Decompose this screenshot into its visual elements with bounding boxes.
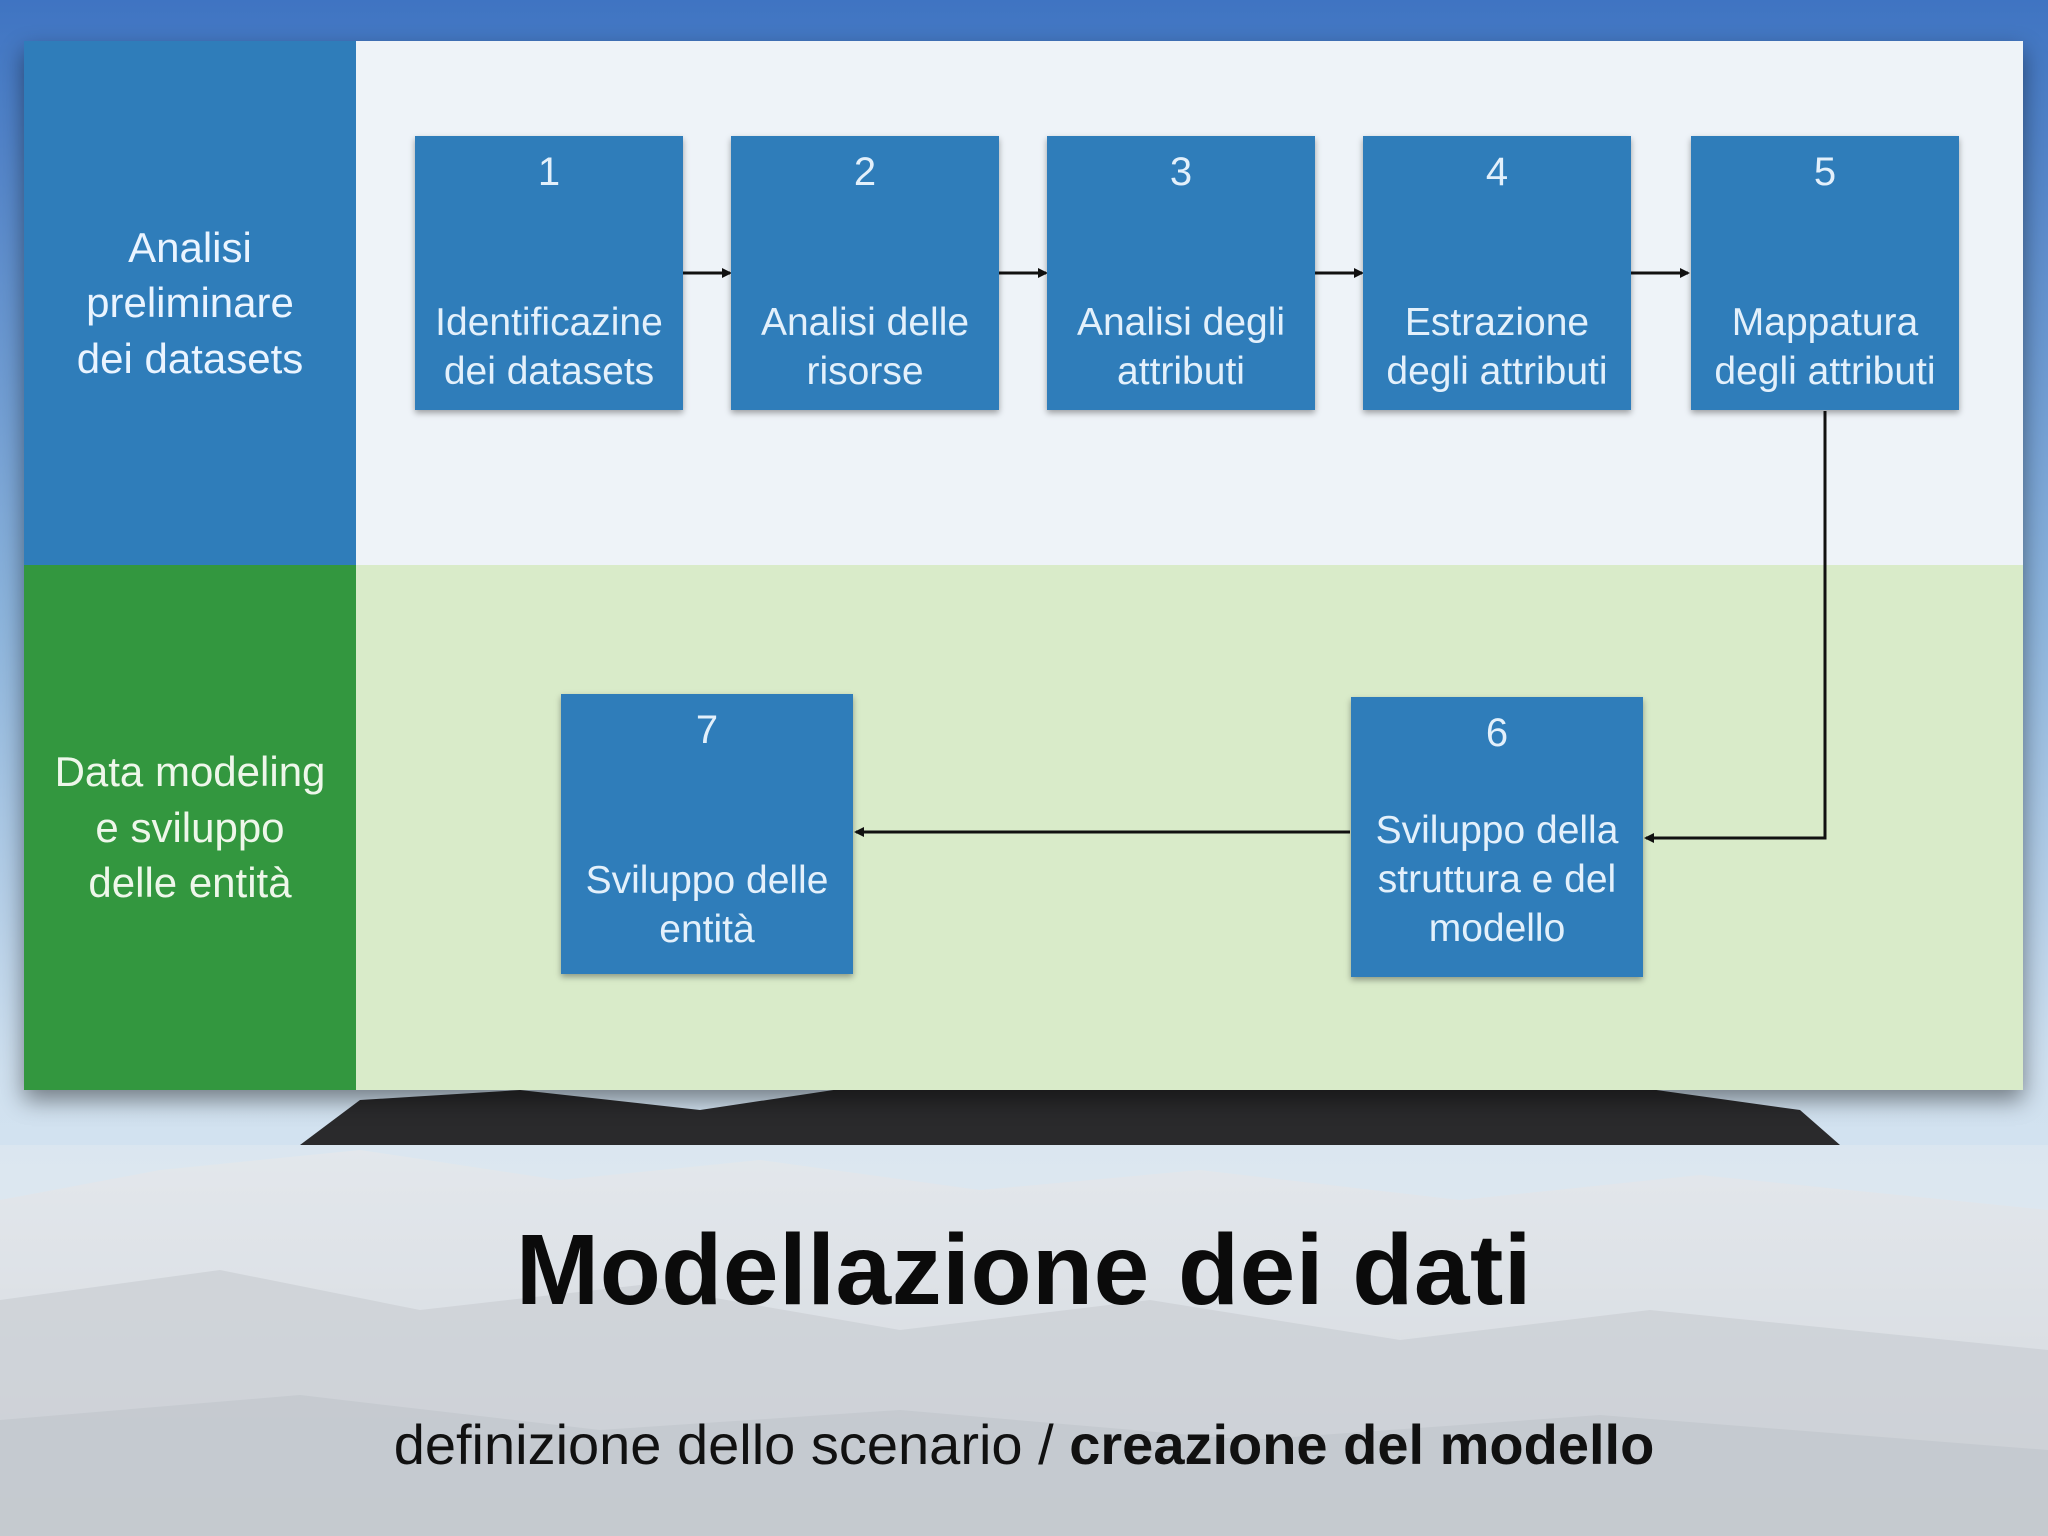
step-5-box: 5 Mappatura degli attributi bbox=[1691, 136, 1959, 410]
step-2-label: Analisi delle risorse bbox=[760, 301, 970, 393]
step-7-box: 7 Sviluppo delle entità bbox=[561, 694, 853, 974]
lane-label-analisi-preliminare: Analisi preliminare dei datasets bbox=[24, 41, 356, 565]
step-6-label: Sviluppo della struttura e del modello bbox=[1375, 809, 1619, 950]
subtitle-bold: creazione del modello bbox=[1069, 1413, 1655, 1476]
step-4-box: 4 Estrazione degli attributi bbox=[1363, 136, 1631, 410]
step-7-number: 7 bbox=[695, 708, 719, 752]
step-6-box: 6 Sviluppo della struttura e del modello bbox=[1351, 697, 1643, 977]
step-7-label: Sviluppo delle entità bbox=[585, 859, 829, 951]
process-diagram: Analisi preliminare dei datasets Data mo… bbox=[24, 41, 2023, 1090]
slide-title: Modellazione dei dati bbox=[515, 1214, 1533, 1326]
step-3-label: Analisi degli attributi bbox=[1076, 301, 1286, 393]
step-5-label: Mappatura degli attributi bbox=[1714, 301, 1936, 393]
step-2-box: 2 Analisi delle risorse bbox=[731, 136, 999, 410]
step-1-label: Identificazine dei datasets bbox=[435, 301, 663, 393]
step-3-box: 3 Analisi degli attributi bbox=[1047, 136, 1315, 410]
arrow-5-to-6 bbox=[1644, 411, 1827, 843]
subtitle-regular: definizione dello scenario / bbox=[393, 1413, 1070, 1476]
lane-label-data-modeling: Data modeling e sviluppo delle entità bbox=[24, 565, 356, 1090]
step-1-box: 1 Identificazine dei datasets bbox=[415, 136, 683, 410]
step-1-number: 1 bbox=[537, 150, 561, 194]
flow-connectors bbox=[683, 268, 1827, 843]
step-6-number: 6 bbox=[1485, 711, 1509, 755]
step-4-number: 4 bbox=[1485, 150, 1509, 194]
title-band bbox=[0, 1145, 2048, 1536]
step-3-number: 3 bbox=[1169, 150, 1193, 194]
slide-subtitle: definizione dello scenario / creazione d… bbox=[0, 1412, 2048, 1477]
step-5-number: 5 bbox=[1813, 150, 1837, 194]
step-2-number: 2 bbox=[853, 150, 877, 194]
step-4-label: Estrazione degli attributi bbox=[1386, 301, 1608, 393]
